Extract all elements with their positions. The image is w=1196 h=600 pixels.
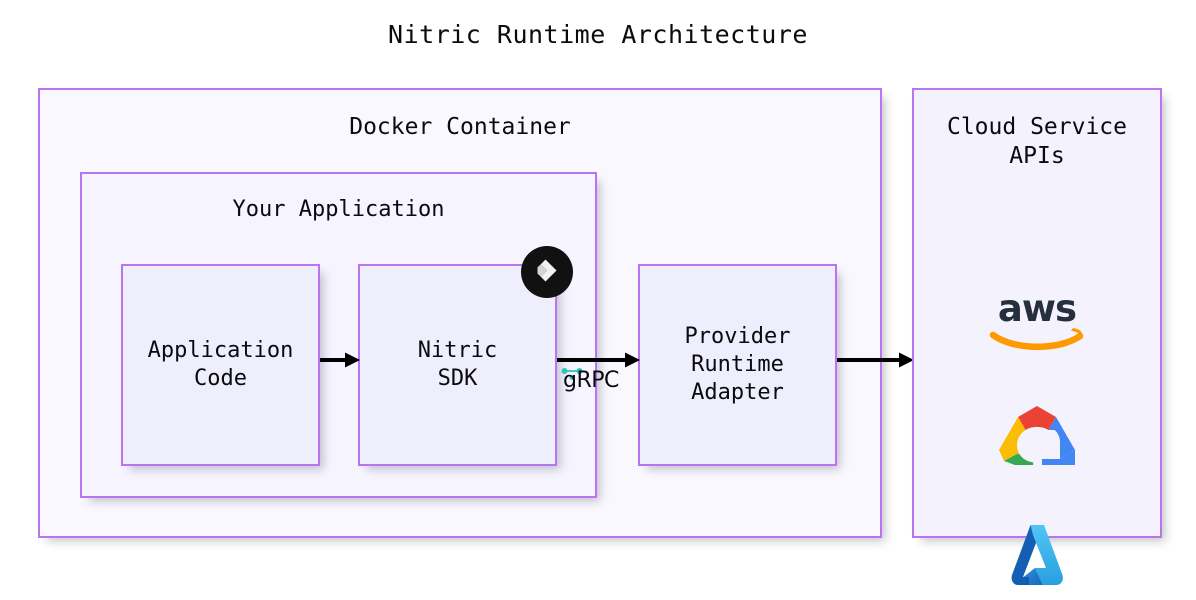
nitric-logo-icon [521, 246, 573, 298]
grpc-icon [561, 368, 583, 380]
docker-container-label: Docker Container [349, 114, 571, 140]
google-cloud-logo-icon [999, 406, 1075, 465]
cloud-provider-azure[interactable] [914, 514, 1160, 600]
application-code-node[interactable]: Application Code [121, 264, 320, 466]
aws-logo-icon: aws [989, 288, 1084, 350]
cloud-service-apis-label: Cloud Service APIs [946, 114, 1127, 170]
your-application-label: Your Application [232, 197, 445, 222]
provider-runtime-adapter-label: Provider Runtime Adapter [684, 323, 791, 406]
provider-runtime-adapter-node[interactable]: Provider Runtime Adapter [638, 264, 837, 466]
svg-text:aws: aws [998, 288, 1076, 330]
grpc-edge-label: gRPC [563, 368, 619, 393]
cloud-service-apis-group: Cloud Service APIs aws [912, 88, 1162, 585]
page-title: Nitric Runtime Architecture [388, 20, 808, 49]
azure-logo-icon [1011, 525, 1063, 585]
cloud-provider-aws[interactable]: aws [914, 283, 1160, 359]
diagram-canvas: Nitric Runtime Architecture Docker Conta… [38, 20, 1162, 585]
nitric-sdk-node[interactable]: Nitric SDK [358, 246, 573, 466]
nitric-sdk-label: Nitric SDK [417, 337, 498, 391]
application-code-label: Application Code [147, 337, 294, 391]
cloud-provider-gcp[interactable] [914, 398, 1160, 484]
